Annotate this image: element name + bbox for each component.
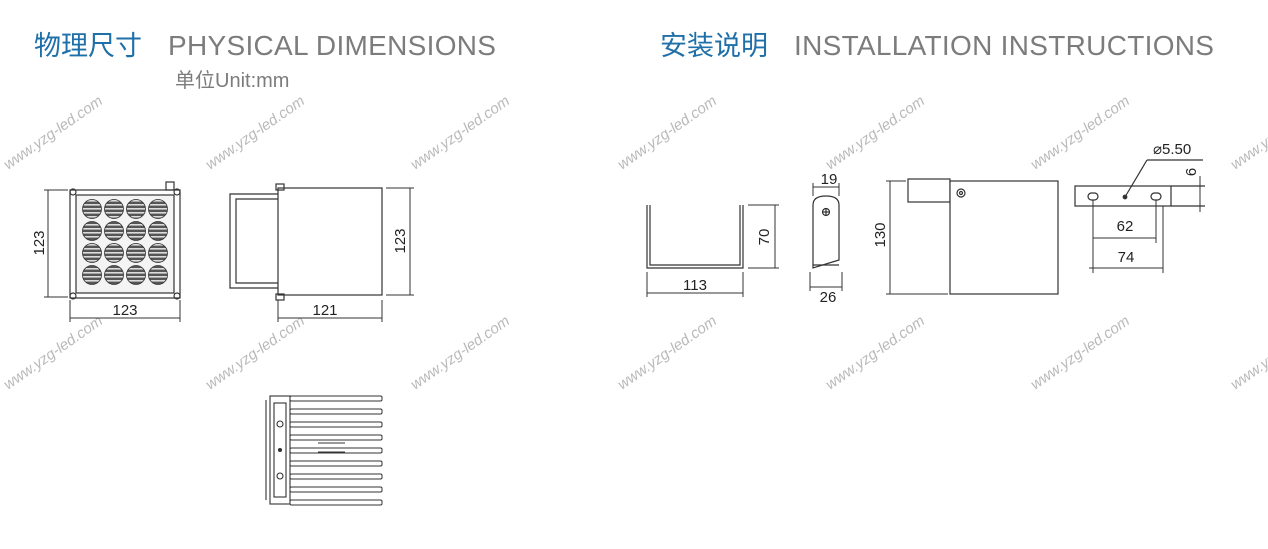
bracket-width-dimension: [646, 272, 744, 297]
watermark: www.yzg-led.com: [823, 92, 928, 173]
heat-sink-fin: [289, 486, 383, 493]
heat-sink-fin: [289, 499, 383, 506]
front-view: [69, 181, 181, 300]
fixture-height-label: 130: [872, 222, 889, 247]
watermark: www.yzg-led.com: [408, 92, 513, 173]
watermark: www.yzg-led.com: [823, 312, 928, 393]
bracket-height-dimension: [748, 204, 779, 269]
led-lens: [148, 243, 168, 263]
mounted-fixture-view: [907, 178, 1059, 295]
bracket-width-label: 113: [683, 277, 707, 294]
hole-diameter-label: ⌀5.50: [1153, 141, 1191, 158]
installation-title-cn: 安装说明: [660, 31, 768, 62]
led-grid: [82, 199, 168, 285]
installation-title-en: INSTALLATION INSTRUCTIONS: [794, 30, 1215, 61]
led-lens: [104, 265, 124, 285]
ear-bottom-dimension: [809, 272, 843, 291]
led-lens: [148, 265, 168, 285]
heat-sink-fin: [289, 460, 383, 467]
watermark: www.yzg-led.com: [1228, 92, 1268, 173]
led-lens: [82, 221, 102, 241]
installation-header: 安装说明 INSTALLATION INSTRUCTIONS: [660, 24, 1214, 63]
led-lens: [104, 199, 124, 219]
bracket-ear-view: [812, 195, 840, 269]
physical-title-en: PHYSICAL DIMENSIONS: [168, 30, 497, 61]
heat-sink-fin: [289, 395, 383, 402]
side-view: [229, 183, 383, 301]
plate-thickness-label: 6: [1183, 168, 1200, 176]
back-view: [265, 395, 383, 506]
led-lens: [82, 199, 102, 219]
watermark: www.yzg-led.com: [1, 92, 106, 173]
led-lens: [148, 221, 168, 241]
watermark: www.yzg-led.com: [1028, 92, 1133, 173]
watermark: www.yzg-led.com: [1, 312, 106, 393]
led-lens: [104, 243, 124, 263]
ear-bottom-label: 26: [820, 289, 837, 306]
ear-top-label: 19: [821, 171, 838, 188]
heat-sink-fin: [289, 421, 383, 428]
led-lens: [126, 265, 146, 285]
physical-dimensions-header: 物理尺寸 PHYSICAL DIMENSIONS: [34, 24, 496, 63]
side-height-label: 123: [392, 228, 409, 253]
plate-length-label: 74: [1118, 249, 1135, 266]
front-width-label: 123: [112, 302, 137, 319]
side-depth-label: 121: [312, 302, 337, 319]
watermark: www.yzg-led.com: [203, 92, 308, 173]
watermark-layer: www.yzg-led.com www.yzg-led.com www.yzg-…: [1, 92, 1268, 393]
watermark: www.yzg-led.com: [408, 312, 513, 393]
led-lens: [126, 243, 146, 263]
front-height-dimension: [44, 189, 68, 298]
mounting-plate-view: [1074, 159, 1205, 207]
watermark: www.yzg-led.com: [615, 312, 720, 393]
led-lens: [126, 221, 146, 241]
ear-top-dimension: [812, 183, 840, 196]
watermark: www.yzg-led.com: [615, 92, 720, 173]
front-width-dimension: [69, 300, 181, 322]
unit-label: 单位Unit:mm: [175, 70, 290, 92]
bracket-height-label: 70: [756, 229, 773, 246]
hole-spacing-dimension: [1092, 200, 1157, 273]
watermark: www.yzg-led.com: [1228, 312, 1268, 393]
side-height-dimension: [386, 187, 414, 296]
led-lens: [82, 265, 102, 285]
heat-sink-fin: [289, 447, 383, 454]
heat-sink-fin: [289, 434, 383, 441]
watermark: www.yzg-led.com: [1028, 312, 1133, 393]
fixture-height-dimension: [886, 180, 948, 295]
led-lens: [82, 243, 102, 263]
led-lens: [104, 221, 124, 241]
front-height-label: 123: [31, 230, 48, 255]
watermark: www.yzg-led.com: [203, 312, 308, 393]
heat-sink-fins: [289, 395, 383, 506]
heat-sink-fin: [289, 473, 383, 480]
bracket-view: [646, 205, 744, 269]
plate-length-dimension: [1089, 206, 1164, 273]
hole-spacing-label: 62: [1117, 218, 1134, 235]
led-lens: [148, 199, 168, 219]
led-lens: [126, 199, 146, 219]
heat-sink-fin: [289, 408, 383, 415]
side-depth-dimension: [277, 300, 383, 322]
physical-title-cn: 物理尺寸: [34, 31, 142, 62]
